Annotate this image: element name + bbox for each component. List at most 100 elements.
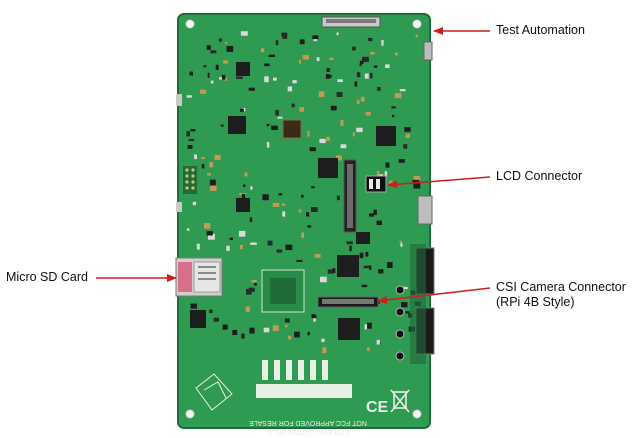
smd-component: [268, 54, 276, 57]
silkscreen-text-group: FOR EVALUATION ONLY, NOT FCC APPROVED FO…: [249, 419, 367, 435]
smd-component: [190, 129, 196, 132]
smd-component: [299, 59, 301, 64]
smd-component: [250, 186, 253, 190]
smd-component: [381, 40, 384, 46]
smd-component: [208, 233, 215, 240]
smd-component: [288, 335, 292, 340]
smd-component: [349, 245, 352, 252]
smd-component: [327, 269, 334, 274]
smd-component: [336, 92, 343, 97]
callout-label: Micro SD Card: [6, 270, 88, 284]
smd-component: [387, 262, 393, 268]
smd-component: [361, 284, 368, 288]
smd-component: [209, 309, 213, 313]
smd-component: [292, 80, 297, 84]
smd-component: [260, 48, 265, 53]
smd-component: [210, 185, 217, 191]
smd-component: [376, 220, 382, 225]
smd-component: [356, 127, 363, 133]
smd-component: [273, 77, 277, 81]
smd-component: [263, 327, 270, 333]
smd-component: [267, 240, 273, 246]
silkscreen-text-line2: NOT FCC APPROVED FOR RESALE: [249, 419, 367, 426]
smd-component: [298, 209, 302, 213]
micro-sd-card-slot: [175, 257, 223, 297]
smd-component: [365, 111, 371, 116]
smd-component: [367, 322, 372, 329]
smd-component: [294, 331, 300, 338]
smd-component: [221, 74, 226, 80]
smd-component: [365, 251, 369, 257]
smd-component: [359, 252, 364, 259]
smd-component: [316, 57, 320, 62]
smd-component: [376, 339, 380, 345]
smd-component: [302, 55, 309, 60]
smd-component: [194, 154, 197, 160]
smd-component: [192, 201, 197, 206]
smd-component: [209, 162, 213, 168]
smd-component: [243, 108, 246, 112]
smd-component: [224, 77, 228, 81]
smd-component: [318, 91, 325, 97]
callout-micro-sd-card: Micro SD Card: [6, 270, 88, 285]
smd-component: [400, 242, 403, 247]
smd-component: [360, 96, 365, 102]
smd-component: [251, 280, 257, 283]
smd-component: [249, 217, 253, 223]
chip: [228, 116, 246, 134]
smd-component: [250, 242, 257, 245]
smd-component: [299, 39, 305, 45]
smd-component: [186, 95, 192, 98]
smd-component: [336, 32, 339, 36]
smd-component: [189, 71, 193, 76]
smd-component: [392, 114, 395, 118]
smd-component: [403, 286, 408, 290]
smd-component: [240, 245, 243, 250]
smd-component: [352, 132, 355, 137]
smd-component: [240, 31, 248, 36]
smd-component: [284, 324, 288, 328]
arrow-csi-camera-connector: [377, 287, 491, 304]
chip: [376, 126, 396, 146]
smd-component: [352, 46, 356, 51]
smd-component: [188, 138, 195, 141]
smd-component: [272, 325, 279, 331]
smd-component: [271, 125, 278, 130]
smd-component: [394, 52, 398, 56]
smd-component: [362, 56, 369, 62]
smd-component: [326, 68, 330, 72]
test-point: [395, 307, 405, 317]
smd-component: [356, 72, 361, 78]
inductor: [282, 119, 302, 139]
smd-component: [399, 89, 406, 92]
header-pins: [183, 166, 197, 194]
callout-test-automation: Test Automation: [496, 23, 585, 38]
smd-component: [405, 134, 410, 138]
smd-component: [209, 179, 216, 186]
smd-component: [326, 136, 330, 141]
smd-component: [378, 269, 384, 274]
smd-component: [244, 172, 248, 177]
smd-component: [284, 318, 290, 323]
mounting-hole: [185, 409, 195, 419]
smd-component: [307, 331, 310, 336]
smd-component: [313, 318, 316, 322]
smd-component: [210, 80, 214, 84]
smd-component: [320, 276, 327, 283]
ce-mark: CE: [366, 399, 389, 416]
smd-component: [363, 265, 370, 269]
smd-component: [311, 186, 315, 189]
smd-component: [413, 182, 421, 189]
smd-component: [367, 347, 370, 352]
smd-component: [266, 123, 270, 127]
callout-label: LCD Connector: [496, 169, 583, 183]
smd-component: [404, 127, 411, 132]
smd-component: [287, 86, 293, 92]
smd-component: [245, 306, 250, 312]
smd-component: [321, 338, 325, 343]
smd-component: [319, 138, 326, 144]
smd-component: [415, 34, 418, 38]
smd-component: [413, 176, 421, 181]
